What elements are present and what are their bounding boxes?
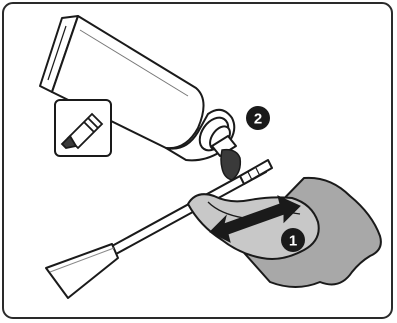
step-badge-2: 2: [246, 106, 270, 130]
step-badge-1: 1: [281, 228, 305, 252]
grease-drop-icon: [221, 150, 240, 180]
tube-tip-icon: [55, 100, 111, 156]
step-1-label: 1: [289, 233, 297, 250]
step-2-label: 2: [254, 111, 262, 128]
